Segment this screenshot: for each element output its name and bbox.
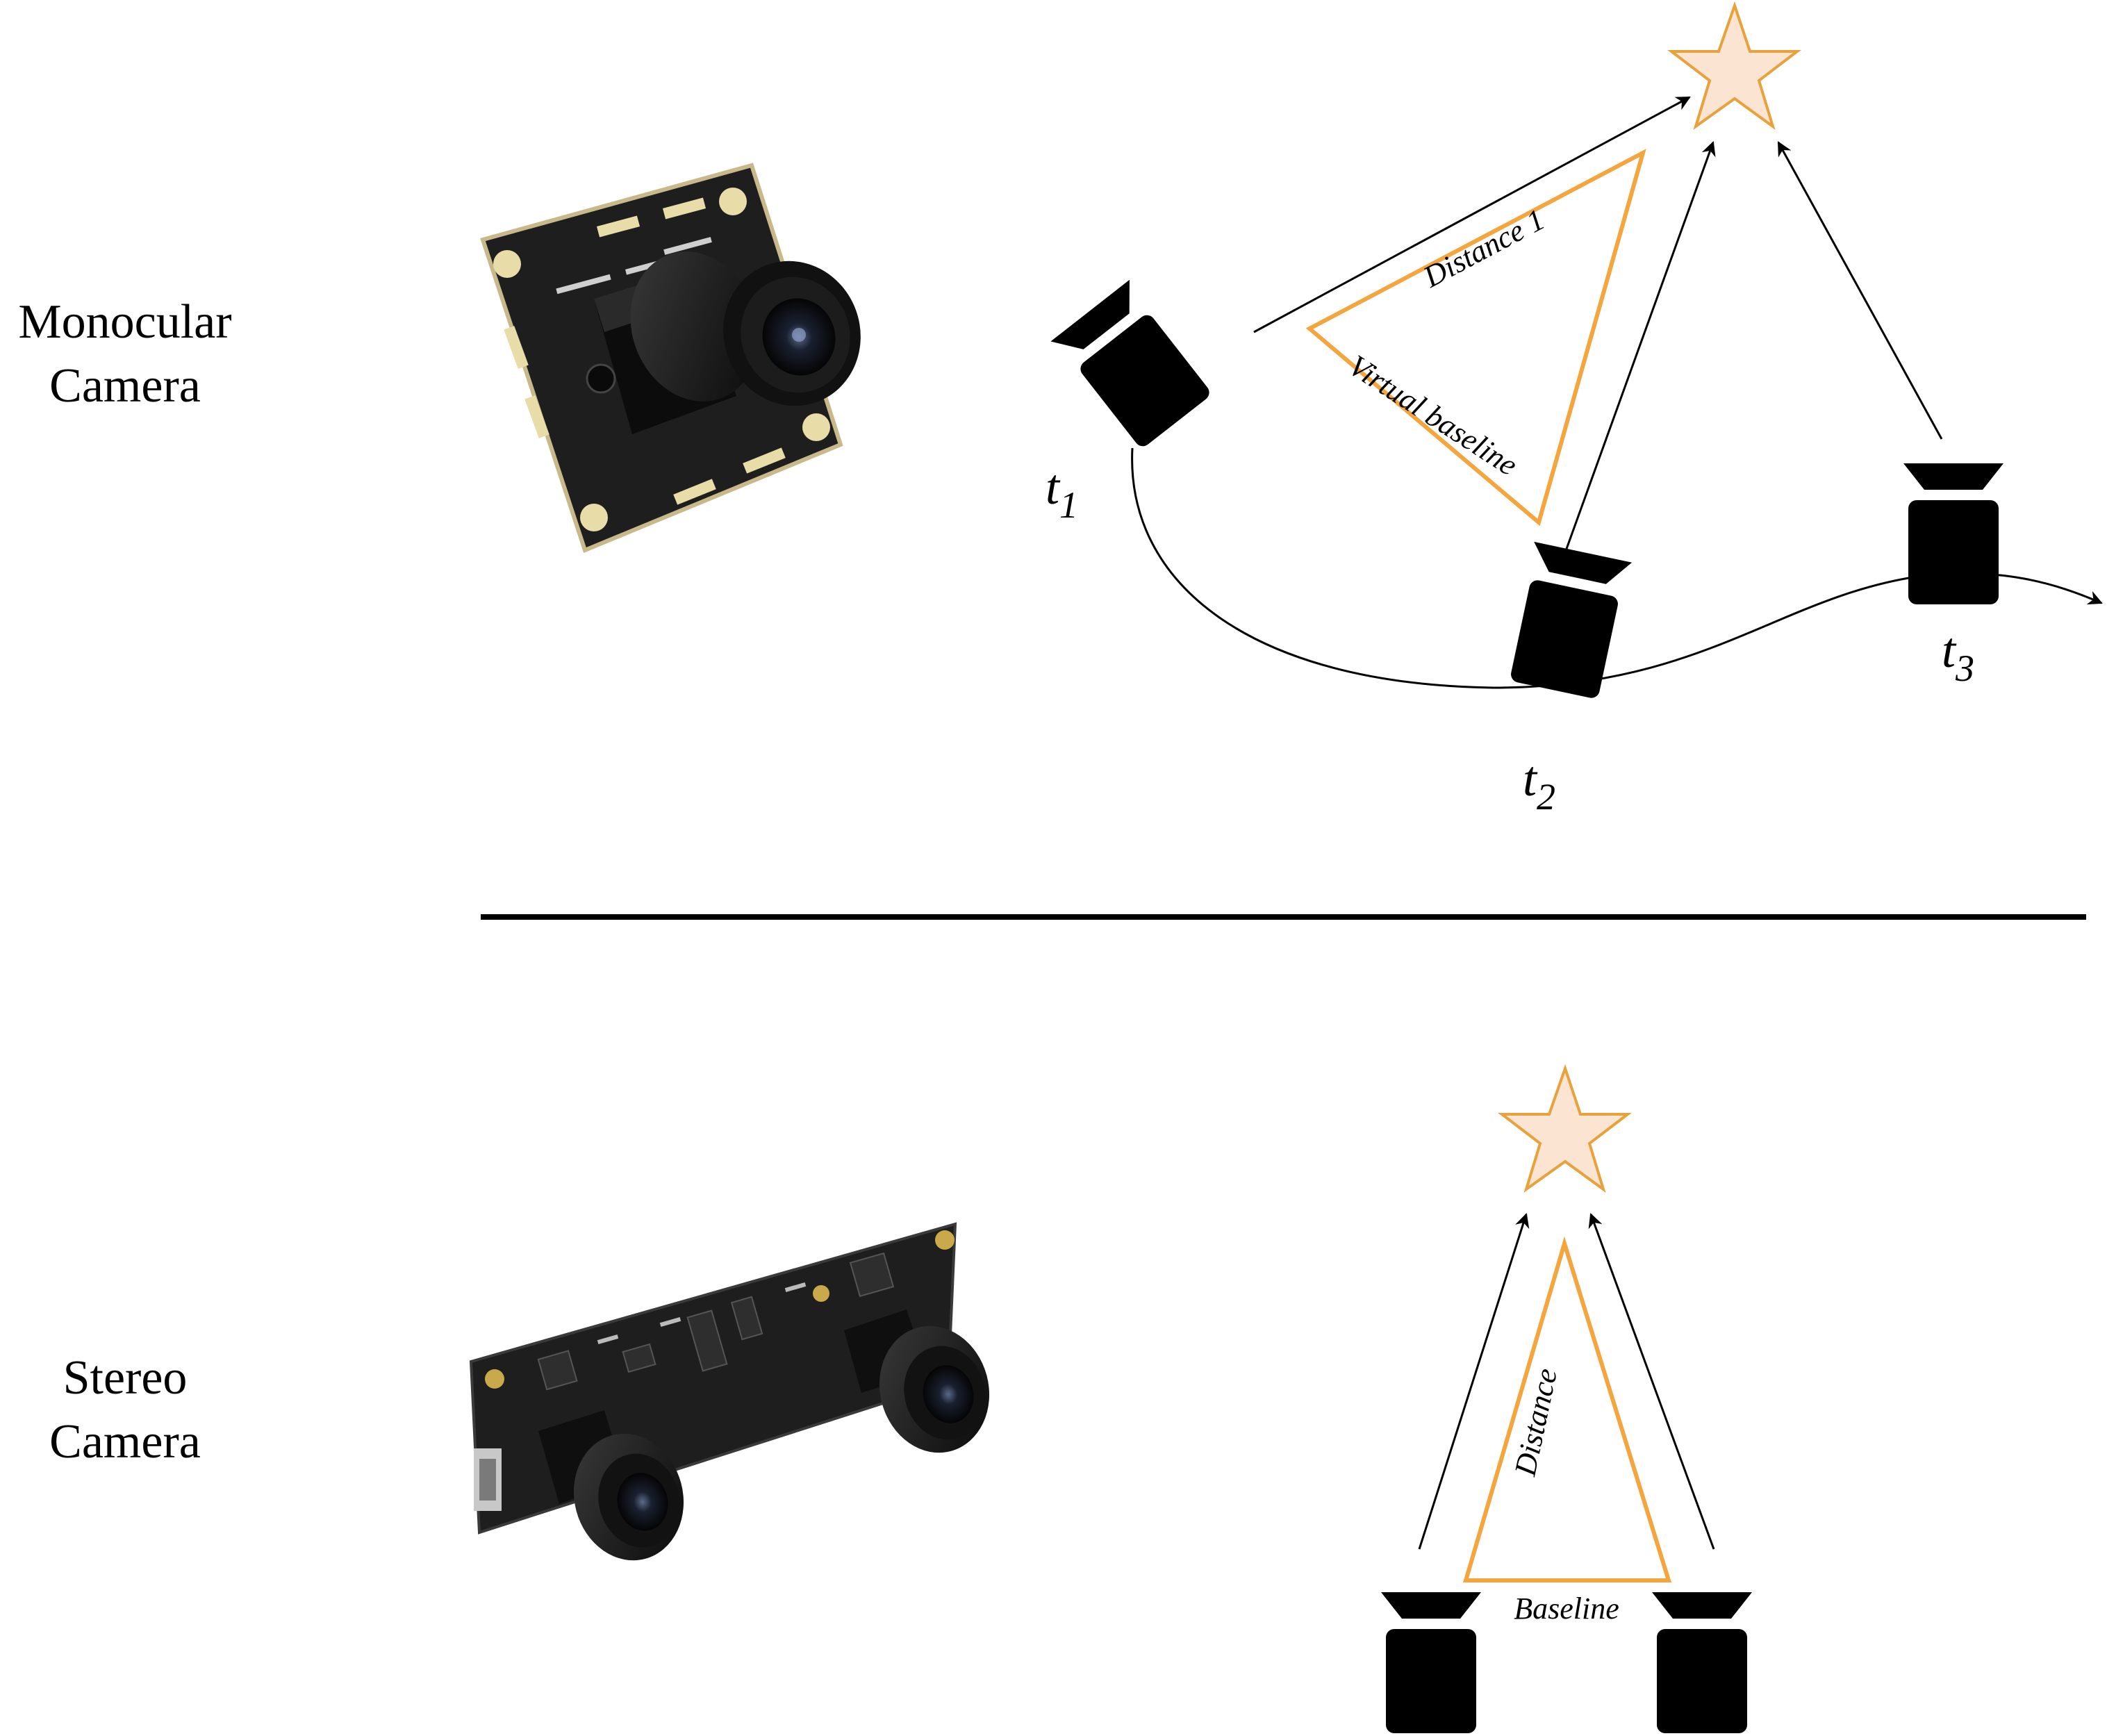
baseline-label: Baseline — [1514, 1592, 1619, 1626]
monocular-label-line2: Camera — [49, 359, 201, 413]
video-camera-icon — [1511, 541, 1633, 698]
stereo-camera-board-photo — [469, 1222, 990, 1561]
distance-1-label: Distance 1 — [1417, 202, 1550, 295]
stereo-label-line1: Stereo — [63, 1351, 188, 1405]
target-star-icon — [1498, 1064, 1632, 1193]
monocular-diagram: Distance 1 Virtual baseline t1 t2 t3 — [1046, 1, 2103, 818]
video-camera-icon — [1903, 463, 2003, 604]
virtual-baseline-triangle — [1305, 149, 1646, 527]
time-label-t1-sub: 1 — [1059, 484, 1078, 526]
usb-camera-module-photo — [480, 163, 861, 554]
time-label-t1-base: t — [1046, 459, 1061, 515]
distance-label: Distance — [1507, 1365, 1564, 1479]
stereo-camera-label: Stereo Camera — [0, 1346, 257, 1474]
sightline-arrow-t3 — [1777, 141, 1943, 440]
sightline-arrow-right — [1588, 1213, 1715, 1550]
time-label-t2-sub: 2 — [1537, 776, 1555, 818]
target-star-icon — [1667, 1, 1801, 131]
time-label-t3-base: t — [1942, 622, 1957, 678]
video-camera-icon — [1652, 1592, 1752, 1733]
time-label-t2: t2 — [1523, 751, 1555, 818]
sightline-arrow-left — [1418, 1212, 1530, 1550]
time-label-t1: t1 — [1046, 459, 1078, 526]
time-label-t3: t3 — [1942, 622, 1974, 689]
sightline-arrow-t2 — [1565, 141, 1716, 549]
baseline-triangle — [1462, 1236, 1672, 1582]
time-label-t2-base: t — [1523, 751, 1538, 807]
video-camera-icon — [1050, 279, 1209, 447]
sightline-arrow-t1 — [1253, 96, 1691, 333]
stereo-label-line2: Camera — [49, 1415, 201, 1469]
monocular-camera-label: Monocular Camera — [0, 290, 257, 418]
time-label-t3-sub: 3 — [1955, 647, 1974, 689]
stereo-diagram: Distance Baseline — [1381, 1064, 1752, 1733]
virtual-baseline-label: Virtual baseline — [1343, 348, 1524, 482]
video-camera-icon — [1381, 1592, 1481, 1733]
monocular-label-line1: Monocular — [18, 295, 232, 349]
